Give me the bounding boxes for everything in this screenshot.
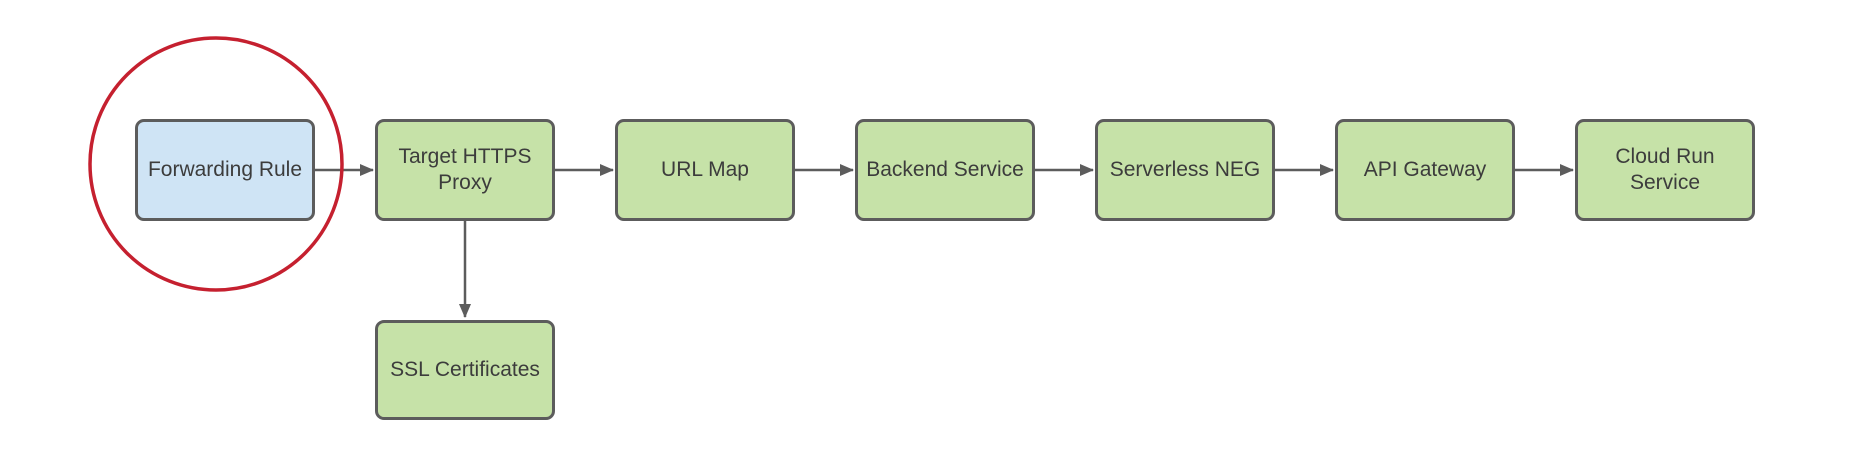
node-url-map: URL Map — [615, 119, 795, 221]
node-ssl-certificates: SSL Certificates — [375, 320, 555, 420]
node-label: URL Map — [661, 157, 749, 181]
node-label: Target HTTPS Proxy — [398, 144, 532, 194]
node-forwarding-rule: Forwarding Rule — [135, 119, 315, 221]
node-api-gateway: API Gateway — [1335, 119, 1515, 221]
node-backend-service: Backend Service — [855, 119, 1035, 221]
node-target-https-proxy: Target HTTPS Proxy — [375, 119, 555, 221]
node-label: Cloud Run Service — [1615, 144, 1715, 194]
node-label: API Gateway — [1363, 157, 1487, 181]
node-label: SSL Certificates — [390, 357, 540, 381]
node-label: Serverless NEG — [1109, 157, 1261, 181]
node-label: Forwarding Rule — [147, 157, 303, 181]
node-serverless-neg: Serverless NEG — [1095, 119, 1275, 221]
node-cloud-run-service: Cloud Run Service — [1575, 119, 1755, 221]
node-label: Backend Service — [866, 157, 1024, 181]
